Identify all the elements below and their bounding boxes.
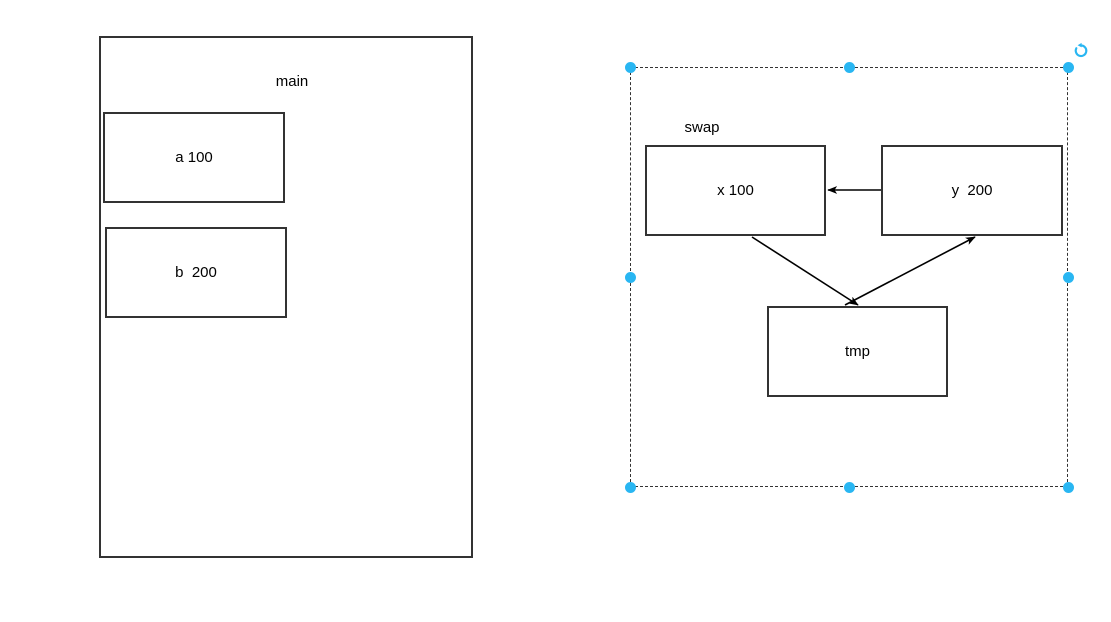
handle-top-right[interactable] (1062, 61, 1074, 73)
rotate-icon[interactable] (1072, 42, 1090, 60)
handle-middle-right[interactable] (1062, 271, 1074, 283)
handle-top-left[interactable] (624, 61, 636, 73)
handle-bottom-left[interactable] (624, 481, 636, 493)
node-tmp[interactable] (767, 306, 948, 397)
handle-top-center[interactable] (843, 61, 855, 73)
node-a[interactable] (103, 112, 285, 203)
handle-bottom-center[interactable] (843, 481, 855, 493)
node-b[interactable] (105, 227, 287, 318)
selection-bounding-box[interactable] (630, 67, 1068, 487)
handle-middle-left[interactable] (624, 271, 636, 283)
node-x[interactable] (645, 145, 826, 236)
node-y[interactable] (881, 145, 1063, 236)
handle-bottom-right[interactable] (1062, 481, 1074, 493)
